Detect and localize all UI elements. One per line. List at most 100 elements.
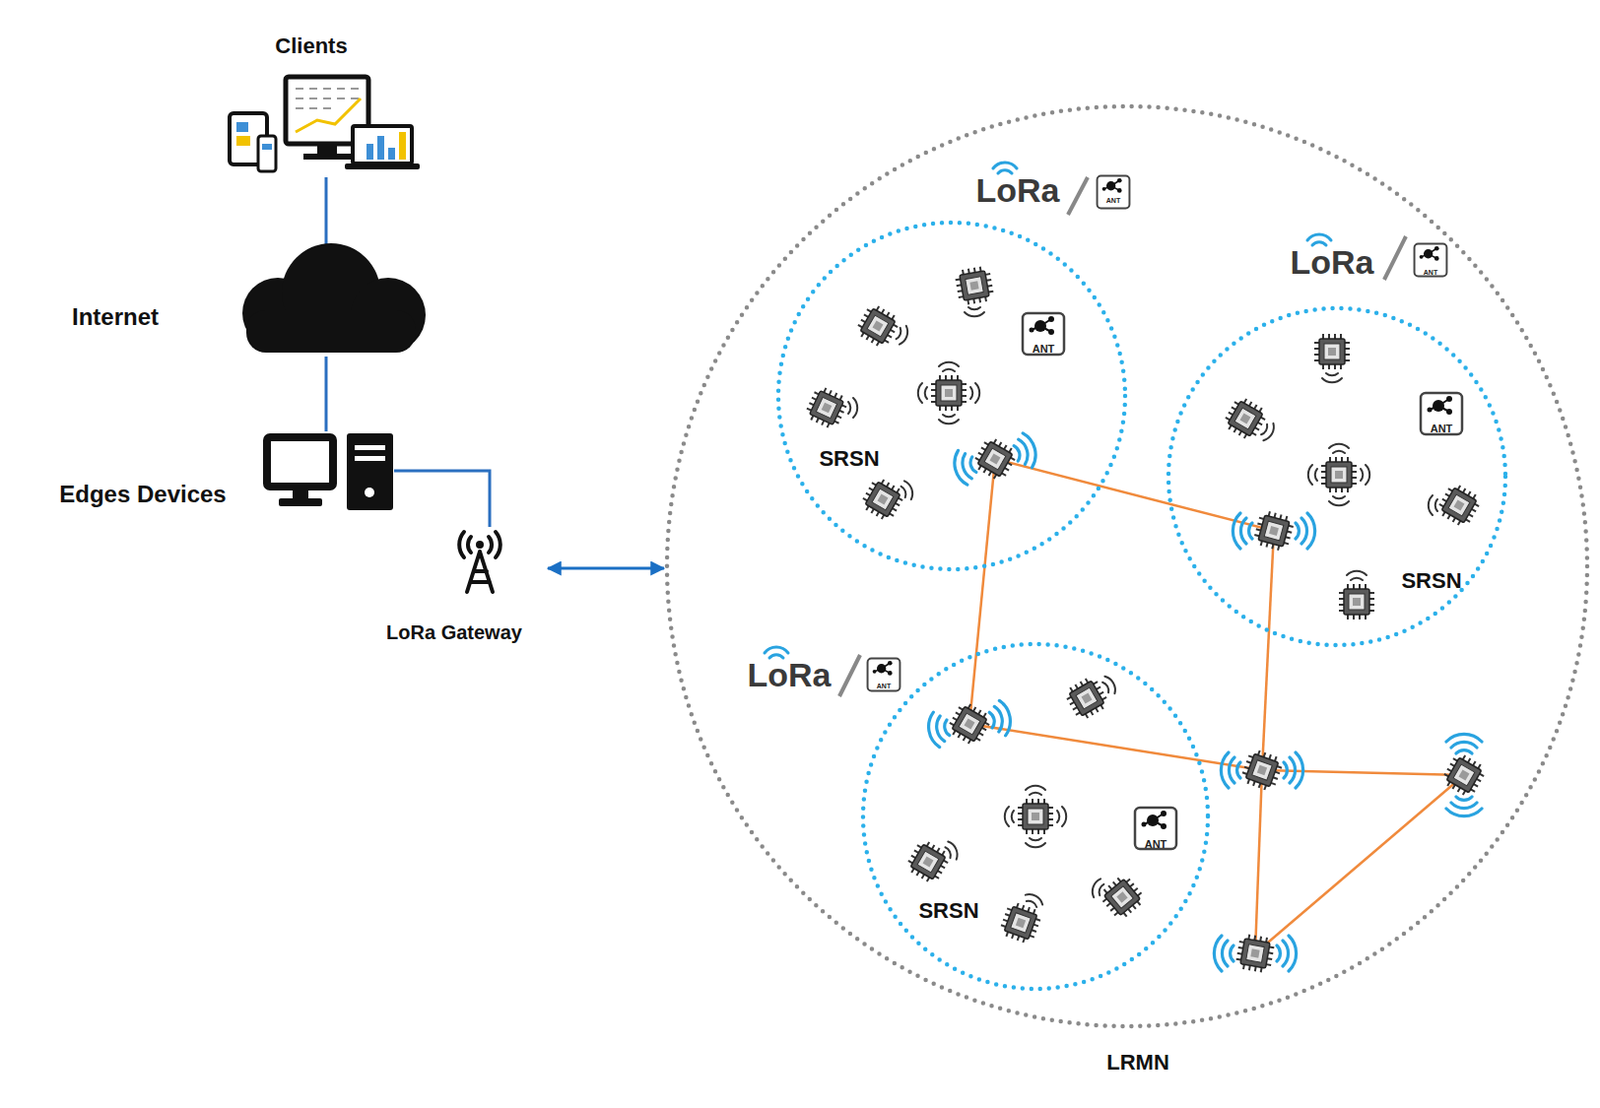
sensor-chips-part [938,362,959,372]
sensor-chips-part [1434,480,1483,530]
sensor-chips-part [1428,495,1438,516]
sensor-chips-part [1017,799,1054,835]
lora-ant-logos-part [1067,177,1088,215]
sensor-chips-part [1025,838,1046,848]
sensor-chips-part [1322,373,1342,383]
mesh-links-part [969,724,1263,771]
sensor-chips-part [931,375,967,411]
sensor-chips-part [970,434,1019,483]
edge-computer-icon-part [266,437,334,487]
sensor-chips-part [970,383,980,403]
sensor-chips-part [950,431,1040,487]
dotted-ring [1168,308,1506,646]
lora-ant-logos-part [867,659,901,692]
sensor-chips-part [964,307,985,317]
region-outline [860,641,1211,993]
client-devices-icon-part [388,147,396,160]
sensor-chips-part [1329,444,1349,454]
node-label: Clients [274,33,347,59]
lora-ant-logos-part [1022,313,1065,355]
region-outline [775,219,1129,573]
edge-devices-node: Edges Devices [29,431,395,513]
sensor-chips-part [1314,333,1350,370]
client-devices-icon-part [262,143,272,150]
ant-logo-text: ANT [1144,838,1168,852]
sensor-chips-part [1234,933,1276,975]
client-devices-icon-part [236,135,251,146]
lora-logo-text: LoRa [747,656,832,695]
node-label: Internet [71,303,159,332]
edge-computer-icon-part [346,433,394,511]
lora-ant-logos-part [839,655,861,697]
sensor-chips-part [1439,750,1488,800]
sensor-chips-part [1329,496,1349,506]
gateway-antenna-icon-part [466,551,493,593]
mesh-links-part [1255,775,1465,954]
lora-ant-logos-part [1414,244,1448,277]
link-line [394,470,490,528]
client-devices-icon-part [295,88,359,109]
client-devices-icon-part [236,122,249,133]
region-outline [1165,305,1509,649]
srsn-circle: SRSN [860,641,1211,993]
client-devices-icon-part [399,132,406,160]
ant-logo-text: ANT [1430,422,1454,436]
ant-logo-text: ANT [876,682,891,691]
lora-ant-logos-part [1384,236,1406,280]
edge-computer-icon-part [364,487,375,498]
mesh-links-part [969,459,996,725]
ant-logo-text: ANT [1032,342,1056,356]
sensor-chips-part [894,324,910,346]
sensor-chips-part [1097,872,1148,924]
sensor-chips-part [1213,935,1296,972]
sensor-chips-part [926,699,1013,749]
lora-ant-logos [764,162,1463,850]
internet-cloud [242,243,426,353]
link-line [325,356,329,432]
sensor-chips-part [1308,465,1318,485]
sensor-chips-part [1004,806,1014,827]
sensor-chips-part [918,383,928,403]
node-label: SRSN [818,446,879,471]
sensor-chips-part [1360,465,1370,485]
edge-computer-icon-part [354,445,386,451]
sensor-chips-part [1232,513,1315,549]
node-label: SRSN [1400,568,1462,594]
mesh-links-part [1255,770,1263,954]
sensor-chips-part [1446,733,1482,816]
sensor-chips-part [1022,891,1045,910]
sensor-chips-part [1321,457,1357,493]
sensor-chips-part [1220,752,1303,789]
gateway-antenna-icon-part [475,540,484,549]
internet-node: Internet [59,251,436,357]
lora-ant-logos-part [993,162,1017,174]
mesh-links-part [1262,770,1465,776]
sensor-chips-part [1338,584,1375,620]
sensor-chips-part [1220,394,1269,443]
lora-ant-logos-part [1307,234,1332,246]
lrmn-circle: LRMNSRSNSRSNSRSN [664,103,1591,1030]
sensor-chips-part [1025,786,1046,796]
clients-node: Clients [221,27,424,178]
dotted-ring [778,222,1126,570]
edge-computer-icon-part [354,456,386,462]
ant-logo-text: ANT [1106,197,1121,205]
node-label: SRSN [918,898,979,924]
node-label: LoRa Gateway [386,621,523,645]
sensor-chips-part [1057,806,1067,827]
sensor-chips-part [1252,509,1296,553]
sensor-chips-part [802,384,851,432]
lora-ant-logos-part [1097,176,1131,209]
client-devices-icon-part [366,143,374,160]
sensor-chips-part [1259,420,1277,443]
sensor-chips-part [899,479,915,502]
sensor-chips-part [1062,673,1111,723]
mesh-links [969,459,1465,954]
dotted-ring [666,106,1588,1027]
mesh-links-part [1262,531,1274,771]
sensor-chips-part [858,474,907,524]
sensor-chips-part [1239,747,1285,794]
client-devices-icon-part [258,135,276,172]
